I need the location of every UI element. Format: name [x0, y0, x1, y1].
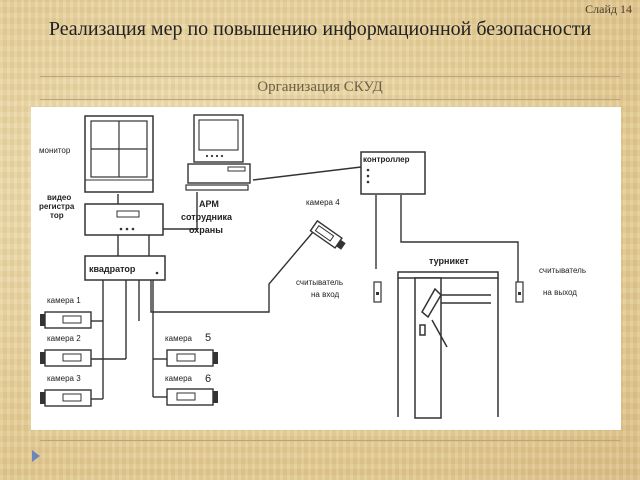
reader-out-label-line2: на выход	[543, 288, 577, 297]
reader-out-icon	[515, 281, 524, 303]
controller-icon	[360, 151, 426, 195]
subtitle-divider	[40, 99, 620, 100]
camera2-icon	[40, 349, 92, 367]
camera2-label: камера 2	[47, 334, 81, 343]
turnstile-icon	[397, 271, 499, 419]
next-slide-arrow-icon[interactable]	[32, 450, 40, 462]
acs-diagram: монитор видео регистра тор квадратор АРМ…	[31, 107, 621, 430]
turnstile-label: турникет	[429, 256, 469, 266]
recorder-label-line1: видео	[47, 193, 71, 202]
camera4-icon	[309, 219, 346, 250]
quad-label: квадратор	[89, 264, 136, 274]
camera6-number: 6	[205, 373, 211, 385]
workstation-label-line1: АРМ	[199, 199, 219, 209]
camera6-icon	[166, 388, 218, 406]
controller-label: контроллер	[363, 155, 410, 164]
reader-in-label-line2: на вход	[311, 290, 340, 299]
camera5-label: камера	[165, 334, 193, 343]
workstation-label-line2: сотрудника	[181, 212, 233, 222]
footer-divider	[40, 440, 620, 441]
reader-in-label-line1: считыватель	[296, 278, 343, 287]
title-divider	[40, 76, 620, 77]
workstation-label-line3: охраны	[189, 225, 223, 235]
camera5-number: 5	[205, 332, 211, 344]
monitor-label: монитор	[39, 146, 71, 155]
quad-icon	[84, 255, 166, 281]
camera6-label: камера	[165, 374, 193, 383]
camera5-icon	[166, 349, 218, 367]
reader-in-icon	[373, 281, 382, 303]
camera4-label: камера 4	[306, 198, 340, 207]
recorder-label-line3: тор	[50, 211, 64, 220]
camera1-icon	[40, 311, 92, 329]
workstation-icon	[185, 114, 251, 191]
slide-title: Реализация мер по повышению информационн…	[48, 18, 592, 40]
slide-subtitle: Организация СКУД	[257, 79, 383, 95]
connection-lines	[91, 166, 519, 400]
camera3-label: камера 3	[47, 374, 81, 383]
reader-out-label-line1: считыватель	[539, 266, 586, 275]
camera1-label: камера 1	[47, 296, 81, 305]
camera3-icon	[40, 389, 92, 407]
slide-number: Слайд 14	[585, 2, 632, 16]
monitor-icon	[84, 115, 154, 193]
recorder-label-line2: регистра	[39, 202, 75, 211]
video-recorder-icon	[84, 203, 164, 236]
